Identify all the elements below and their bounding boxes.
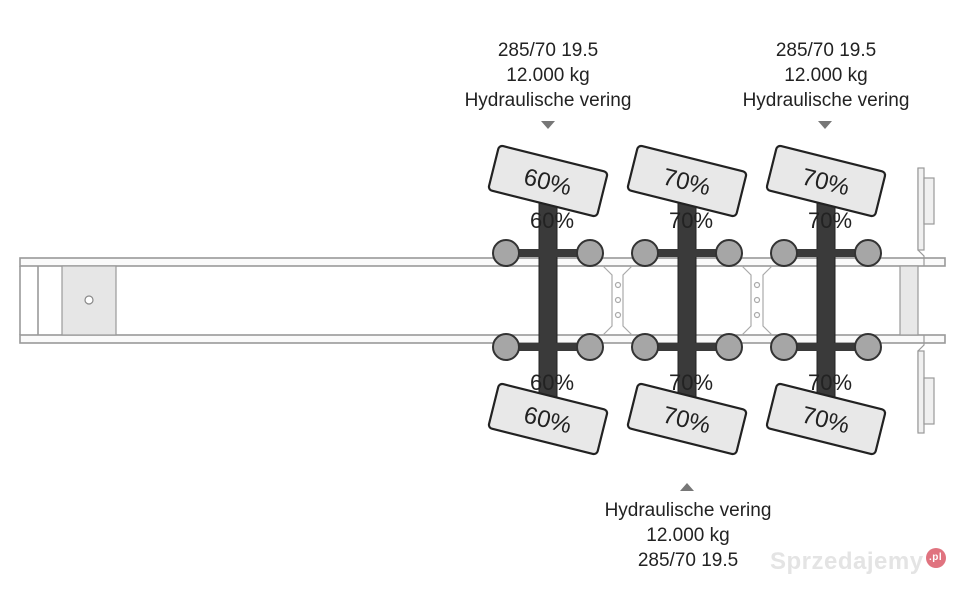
- watermark-logo: Sprzedajemy.pl: [770, 548, 946, 576]
- axle-2-hub-right-bottom: [715, 333, 743, 361]
- axle-1-hub-left-top: [492, 239, 520, 267]
- axle-2-group: 70%70%70%70%: [626, 144, 748, 456]
- axle-3-bottom-tyre-shape: [765, 382, 887, 456]
- axle-2-spec: Hydraulische vering 12.000 kg 285/70 19.…: [570, 498, 806, 573]
- axle-groups: 60%60%60%60%70%70%70%70%70%70%70%70%: [487, 144, 887, 456]
- axle-1-bottom-tyre-shape: [487, 382, 609, 456]
- axle-3-top-axle-label: 70%: [808, 208, 852, 233]
- axle-2-beam-top: [642, 249, 732, 257]
- pointer-arrows: [541, 121, 832, 491]
- axle-2-hub-right-top: [715, 239, 743, 267]
- axle-3-load: 12.000 kg: [784, 65, 868, 86]
- axle-2-suspension: Hydraulische vering: [604, 500, 772, 521]
- axle-3-hub-right-bottom: [854, 333, 882, 361]
- axle-1-beam-top: [503, 249, 593, 257]
- axle-3-spec: 285/70 19.5 12.000 kg Hydraulische verin…: [708, 38, 944, 113]
- axle-2-top-tyre-shape: [626, 144, 748, 218]
- axle-3-hub-left-top: [770, 239, 798, 267]
- axle-3-tyre: 285/70 19.5: [775, 40, 877, 61]
- arrow-axle-3: [818, 121, 832, 129]
- axle-1-top-tyre: 60%: [487, 144, 609, 218]
- axle-3-beam-bottom: [781, 343, 871, 351]
- axle-2-hub-left-top: [631, 239, 659, 267]
- axle-2-bottom-tyre: 70%: [626, 382, 748, 456]
- arrow-axle-2: [680, 483, 694, 491]
- axle-1-bottom-tyre: 60%: [487, 382, 609, 456]
- axle-1-hub-left-bottom: [492, 333, 520, 361]
- axle-2-load: 12.000 kg: [646, 525, 730, 546]
- axle-2-hub-left-bottom: [631, 333, 659, 361]
- axle-1-tyre: 285/70 19.5: [497, 40, 599, 61]
- axle-1-beam-bottom: [503, 343, 593, 351]
- axle-1-group: 60%60%60%60%: [487, 144, 609, 456]
- axle-3-hub-left-bottom: [770, 333, 798, 361]
- axle-1-spec: 285/70 19.5 12.000 kg Hydraulische verin…: [430, 38, 666, 113]
- arrow-axle-1: [541, 121, 555, 129]
- axle-1-bottom-axle-label: 60%: [530, 370, 574, 395]
- axle-1-suspension: Hydraulische vering: [464, 90, 632, 111]
- chassis-frame: [19, 257, 946, 344]
- axle-3-top-tyre-shape: [765, 144, 887, 218]
- axle-1-hub-right-bottom: [576, 333, 604, 361]
- axle-3-top-tyre: 70%: [765, 144, 887, 218]
- axle-1-load: 12.000 kg: [506, 65, 590, 86]
- axle-1-hub-right-top: [576, 239, 604, 267]
- axle-3-hub-right-top: [854, 239, 882, 267]
- axle-3-group: 70%70%70%70%: [765, 144, 887, 456]
- axle-1-top-tyre-shape: [487, 144, 609, 218]
- axle-1-top-axle-label: 60%: [530, 208, 574, 233]
- axle-3-bottom-axle-label: 70%: [808, 370, 852, 395]
- axle-2-bottom-tyre-shape: [626, 382, 748, 456]
- axle-2-bottom-axle-label: 70%: [669, 370, 713, 395]
- axle-2-beam-bottom: [642, 343, 732, 351]
- axle-3-bottom-tyre: 70%: [765, 382, 887, 456]
- axle-2-top-axle-label: 70%: [669, 208, 713, 233]
- watermark-badge: .pl: [925, 548, 946, 568]
- axle-3-beam-top: [781, 249, 871, 257]
- rear-bumper: [899, 167, 935, 434]
- axle-2-tyre: 285/70 19.5: [637, 550, 739, 571]
- axle-2-top-tyre: 70%: [626, 144, 748, 218]
- watermark-text: Sprzedajemy: [770, 548, 924, 575]
- cross-members: [602, 265, 773, 336]
- kingpin-plate: [61, 265, 117, 336]
- axle-3-suspension: Hydraulische vering: [742, 90, 910, 111]
